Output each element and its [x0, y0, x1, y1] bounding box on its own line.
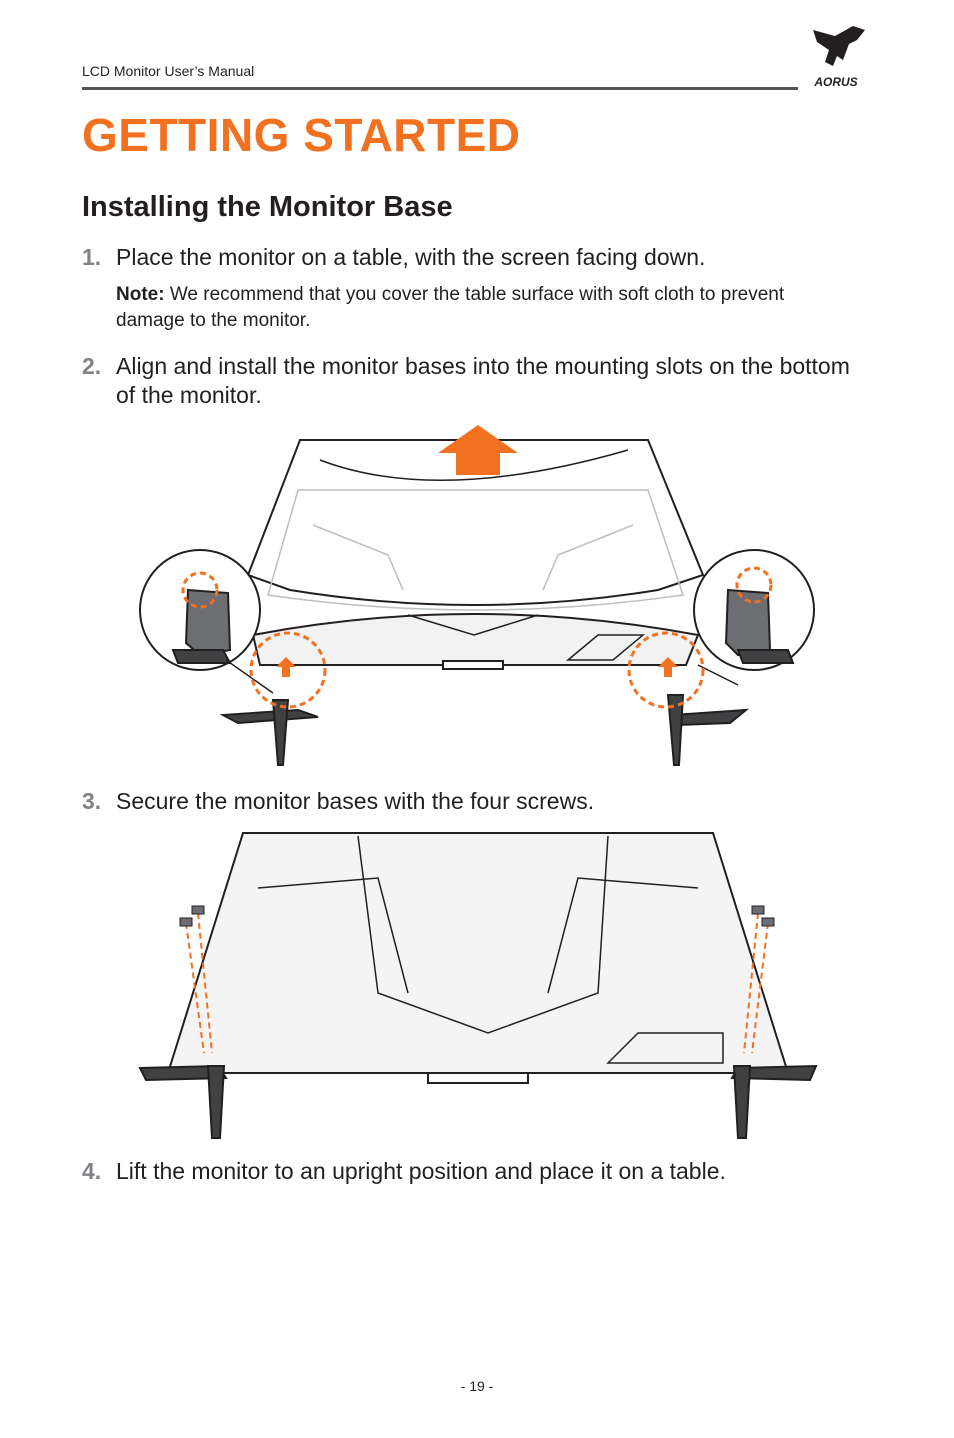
up-arrow-icon [658, 657, 678, 677]
figure-install-bases [139, 425, 815, 766]
screw-icon [191, 905, 205, 915]
step-number: 4. [82, 1158, 102, 1184]
note-label: Note: [116, 284, 165, 305]
up-arrow-icon [276, 657, 296, 677]
step-number: 2. [82, 353, 102, 379]
figure-secure-screws [138, 832, 818, 1139]
section-title: GETTING STARTED [82, 109, 521, 161]
note-text: We recommend that you cover the table su… [116, 284, 785, 331]
page-number: - 19 - [460, 1378, 494, 1394]
header-label: LCD Monitor User’s Manual [82, 63, 255, 79]
step-text: Place the monitor on a table, with the s… [116, 244, 706, 270]
screw-icon [751, 905, 765, 915]
subsection-title: Installing the Monitor Base [82, 191, 453, 223]
header-rule [82, 87, 798, 90]
step-text: Lift the monitor to an upright position … [116, 1158, 726, 1184]
lift-arrow-icon [438, 425, 518, 475]
brand-wordmark: AORUS [813, 75, 857, 89]
screw-icon [761, 917, 775, 927]
step-number: 3. [82, 788, 102, 814]
brand-logo: AORUS [813, 26, 865, 89]
step-text: Secure the monitor bases with the four s… [116, 788, 595, 814]
step-text: Align and install the monitor bases into… [116, 353, 850, 408]
screw-icon [179, 917, 193, 927]
note: Note: We recommend that you cover the ta… [116, 282, 856, 334]
step-number: 1. [82, 244, 102, 270]
